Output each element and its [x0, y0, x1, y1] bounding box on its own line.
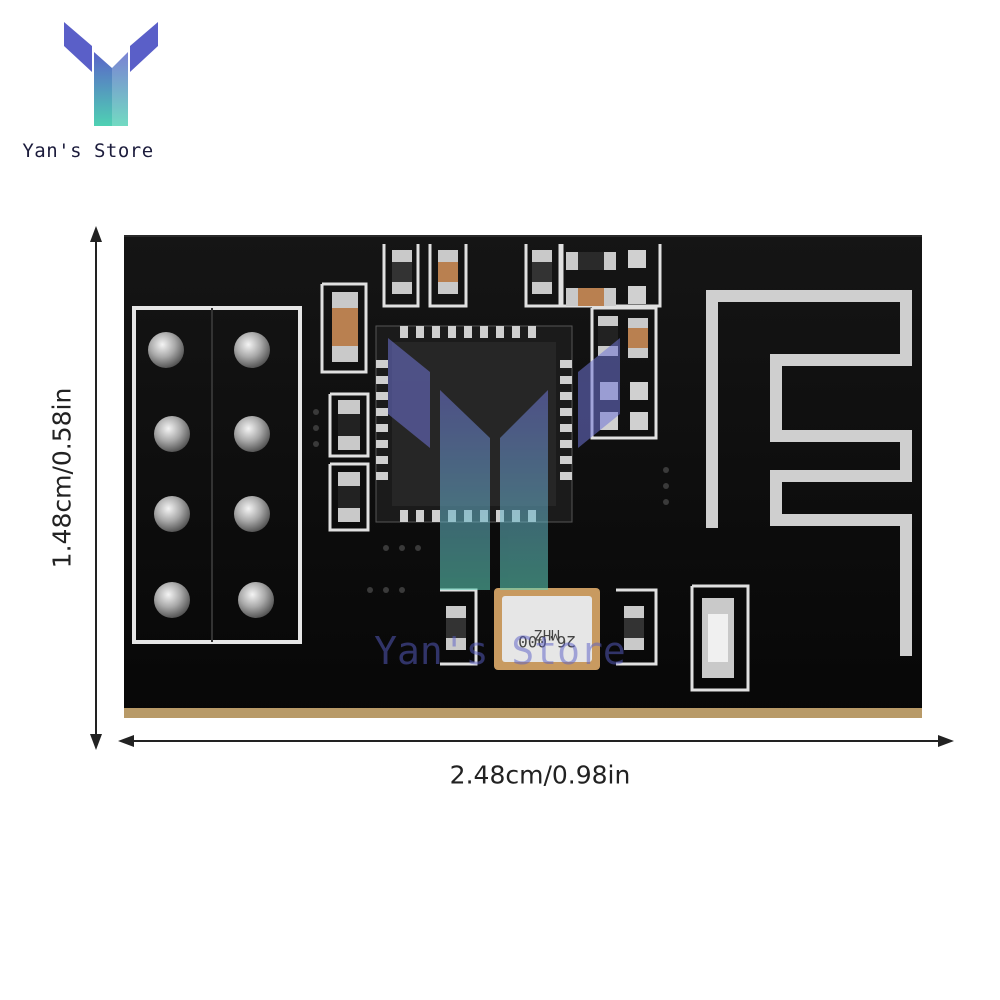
store-name: Yan's Store: [22, 140, 154, 162]
crystal-label-line2: MHZ: [534, 626, 559, 642]
watermark-logo: [388, 338, 620, 590]
height-arrow: [90, 226, 102, 750]
pin-header: [132, 306, 302, 644]
pcb-antenna-trace: [706, 290, 912, 656]
header-pin: [148, 332, 274, 618]
crystal-label-line1: 26.000: [518, 632, 576, 651]
width-dimension-label: 2.48cm/0.98in: [449, 760, 631, 790]
via: [313, 409, 669, 593]
crystal-oscillator: MHZ 26.000: [494, 588, 600, 670]
y-logo-icon: [64, 22, 158, 126]
brand-logo: [40, 18, 180, 168]
watermark-text: Yan's Store: [374, 629, 626, 673]
width-arrow: [118, 735, 954, 747]
height-dimension-label: 1.48cm/0.58in: [47, 387, 77, 569]
